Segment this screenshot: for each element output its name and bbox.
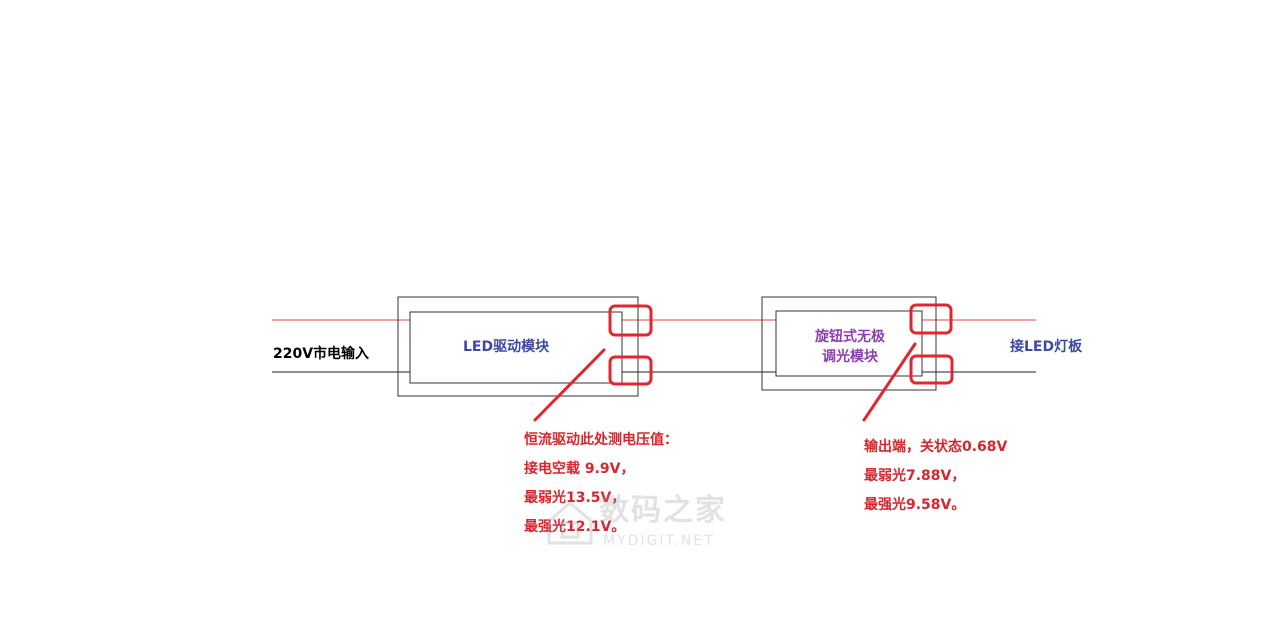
note-line: 恒流驱动此处测电压值： (524, 432, 678, 448)
driver-module-outer-box (397, 296, 639, 397)
driver-module-label: LED驱动模块 (463, 339, 550, 355)
watermark-text: 数码之家 (599, 493, 727, 528)
dimmer-measurement-note: 输出端，关状态0.68V 最弱光7.88V， 最强光9.58V。 (864, 433, 1007, 520)
driver-pointer-line (533, 348, 606, 422)
note-line: 最弱光7.88V， (864, 468, 966, 484)
driver-positive-highlight (608, 304, 653, 337)
dimmer-pointer-line (862, 342, 917, 422)
note-line: 最强光12.1V。 (524, 519, 626, 535)
dimmer-module-label-line2: 调光模块 (822, 349, 878, 365)
driver-negative-highlight (608, 355, 653, 386)
dimmer-module-inner-box (775, 310, 923, 377)
note-line: 接电空载 9.9V， (524, 461, 635, 477)
note-line: 最弱光13.5V， (524, 490, 626, 506)
dimmer-module-label-line1: 旋钮式无极 (815, 329, 885, 345)
note-line: 最强光9.58V。 (864, 497, 966, 513)
dimmer-negative-highlight (909, 354, 954, 385)
dimmer-positive-highlight (909, 303, 953, 335)
dimmer-module-label: 旋钮式无极 调光模块 (796, 327, 904, 367)
driver-measurement-note: 恒流驱动此处测电压值： 接电空载 9.9V， 最弱光13.5V， 最强光12.1… (524, 426, 678, 542)
note-line: 输出端，关状态0.68V (864, 439, 1008, 455)
mains-input-label: 220V市电输入 (273, 346, 370, 362)
led-board-output-label: 接LED灯板 (1010, 339, 1083, 355)
driver-module-inner-box (409, 311, 623, 384)
dimmer-module-outer-box (761, 296, 937, 391)
watermark-house-icon (547, 501, 593, 545)
watermark-url: MYDIGIT.NET (603, 533, 715, 549)
